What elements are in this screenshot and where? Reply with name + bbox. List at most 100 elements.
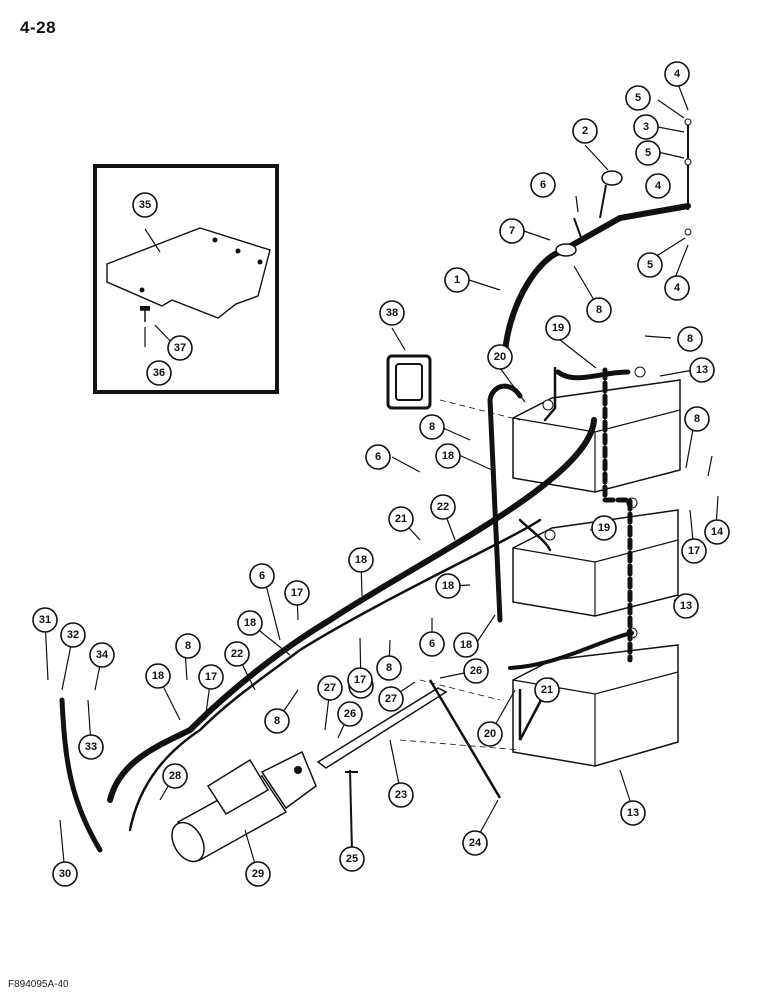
callout-circle	[32, 607, 58, 633]
callout-label: 19	[598, 522, 610, 534]
callout-circle	[237, 610, 263, 636]
callout-label: 4	[674, 68, 681, 80]
callout-circle	[317, 675, 343, 701]
callout-circle	[677, 326, 703, 352]
callout-33: 33	[78, 734, 104, 760]
callout-label: 18	[442, 450, 454, 462]
callout-label: 8	[185, 640, 191, 652]
callout-1: 1	[444, 267, 470, 293]
callout-label: 4	[674, 282, 681, 294]
callout-label: 13	[627, 807, 639, 819]
callout-label: 36	[153, 367, 165, 379]
callout-label: 30	[59, 868, 71, 880]
callout-circle	[419, 414, 445, 440]
callout-label: 38	[386, 307, 398, 319]
callout-circle	[534, 677, 560, 703]
callout-circle	[633, 114, 659, 140]
callout-label: 8	[596, 304, 602, 316]
callout-label: 26	[470, 665, 482, 677]
callout-label: 6	[259, 570, 265, 582]
callout-label: 23	[395, 789, 407, 801]
callout-13: 13	[673, 593, 699, 619]
callout-label: 18	[442, 580, 454, 592]
callout-circle	[132, 192, 158, 218]
callout-circle	[145, 663, 171, 689]
callout-circle	[530, 172, 556, 198]
callout-8: 8	[419, 414, 445, 440]
callout-circle	[175, 633, 201, 659]
callout-8: 8	[586, 297, 612, 323]
callout-24: 24	[462, 830, 488, 856]
callout-circle	[60, 622, 86, 648]
callout-label: 18	[152, 670, 164, 682]
callout-circle	[376, 655, 402, 681]
page-number: 4-28	[20, 18, 57, 37]
callout-label: 20	[484, 728, 496, 740]
callout-22: 22	[430, 494, 456, 520]
callout-circle	[264, 708, 290, 734]
callout-18: 18	[237, 610, 263, 636]
starter-motor	[171, 750, 317, 863]
callout-label: 17	[354, 674, 366, 686]
grommet	[386, 354, 432, 410]
callout-label: 6	[429, 638, 435, 650]
callout-label: 18	[244, 617, 256, 629]
callout-20: 20	[487, 344, 513, 370]
callout-19: 19	[545, 315, 571, 341]
callout-label: 8	[694, 413, 700, 425]
callout-label: 32	[67, 629, 79, 641]
battery-bottom	[512, 627, 679, 767]
callout-circle	[545, 315, 571, 341]
callout-circle	[572, 118, 598, 144]
callout-circle	[625, 85, 651, 111]
callout-label: 29	[252, 868, 264, 880]
callout-circle	[249, 563, 275, 589]
callout-20: 20	[477, 721, 503, 747]
callout-17: 17	[347, 667, 373, 693]
callout-25: 25	[339, 846, 365, 872]
callout-circle	[146, 360, 172, 386]
callout-label: 4	[655, 180, 662, 192]
callout-circle	[337, 701, 363, 727]
callout-21: 21	[534, 677, 560, 703]
callout-circle	[430, 494, 456, 520]
callout-circle	[620, 800, 646, 826]
callout-circle	[167, 335, 193, 361]
callout-circle	[664, 61, 690, 87]
callout-26: 26	[337, 701, 363, 727]
callout-label: 17	[688, 545, 700, 557]
phantom-lines	[399, 399, 521, 751]
callout-label: 17	[205, 671, 217, 683]
callout-17: 17	[198, 664, 224, 690]
callout-38: 38	[379, 300, 405, 326]
callout-35: 35	[132, 192, 158, 218]
callout-8: 8	[175, 633, 201, 659]
callout-4: 4	[645, 173, 671, 199]
callout-17: 17	[284, 580, 310, 606]
callout-circle	[635, 140, 661, 166]
callout-label: 17	[291, 587, 303, 599]
callout-27: 27	[378, 686, 404, 712]
callout-21: 21	[388, 506, 414, 532]
callout-circle	[477, 721, 503, 747]
callout-circle	[284, 580, 310, 606]
callout-8: 8	[684, 406, 710, 432]
callout-circle	[339, 846, 365, 872]
callout-36: 36	[146, 360, 172, 386]
callout-circle	[499, 218, 525, 244]
inset-panel	[93, 164, 279, 394]
callout-label: 20	[494, 351, 506, 363]
callout-30: 30	[52, 861, 78, 887]
callout-circle	[487, 344, 513, 370]
callout-5: 5	[637, 252, 663, 278]
callout-13: 13	[689, 357, 715, 383]
callout-circle	[388, 782, 414, 808]
callout-circle	[684, 406, 710, 432]
callout-circle	[704, 519, 730, 545]
callout-8: 8	[376, 655, 402, 681]
callout-28: 28	[162, 763, 188, 789]
callout-circle	[435, 573, 461, 599]
callout-label: 21	[541, 684, 553, 696]
callout-label: 24	[469, 837, 482, 849]
callout-29: 29	[245, 861, 271, 887]
